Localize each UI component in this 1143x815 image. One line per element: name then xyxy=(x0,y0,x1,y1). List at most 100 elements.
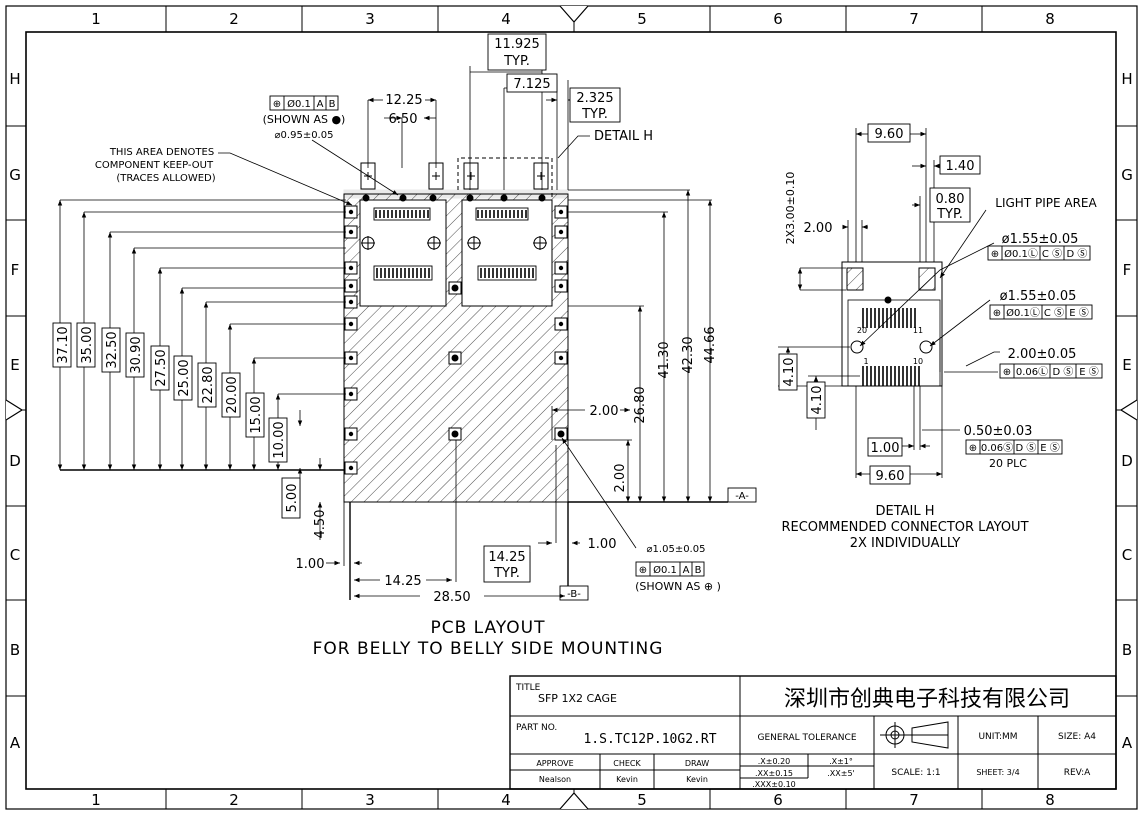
hole2-fcf-e: E Ⓢ xyxy=(1069,307,1089,319)
col-label-4: 4 xyxy=(501,10,511,28)
col-label-1-bottom: 1 xyxy=(91,791,101,809)
dim-1-00-a: 1.00 xyxy=(296,557,325,572)
tol-xxx: .XXX±0.10 xyxy=(752,780,796,789)
col-label-8: 8 xyxy=(1045,10,1055,28)
part-no-label: PART NO. xyxy=(516,723,557,733)
dim-6-50: 6.50 xyxy=(389,112,418,127)
detail-pin-numbers: 20 11 1 10 xyxy=(857,326,923,366)
dim-22-80: 22.80 xyxy=(201,366,216,403)
col-label-6-bottom: 6 xyxy=(773,791,783,809)
dim-12-25: 12.25 xyxy=(385,93,422,108)
row-label-c: C xyxy=(10,546,20,564)
dim-9-60-bottom: 9.60 xyxy=(876,469,905,484)
hole1-fcf: ⊕ Ø0.1Ⓛ C Ⓢ D Ⓢ xyxy=(987,245,1091,261)
fcf-bottom-tolerance: Ø0.1 xyxy=(653,564,677,576)
right-dimension-lines xyxy=(551,189,713,502)
pcb-title: PCB LAYOUT FOR BELLY TO BELLY SIDE MOUNT… xyxy=(313,618,663,659)
pin-dots xyxy=(348,194,565,471)
pitch-fcf-e: E Ⓢ xyxy=(1079,366,1099,378)
large-hole-leader xyxy=(561,437,637,549)
col-label-5-bottom: 5 xyxy=(637,791,647,809)
left-dimension-lines xyxy=(57,199,346,500)
col-label-8-bottom: 8 xyxy=(1045,791,1055,809)
row-label-e: E xyxy=(10,356,19,374)
dim-0-80: 0.80 xyxy=(936,192,965,207)
approve-header: APPROVE xyxy=(536,759,573,768)
col-label-6: 6 xyxy=(773,10,783,28)
dim-1-00-b: 1.00 xyxy=(588,537,617,552)
dim-27-50: 27.50 xyxy=(154,349,169,386)
col-label-3-bottom: 3 xyxy=(365,791,375,809)
row-label-d-right: D xyxy=(1121,452,1133,470)
top-tabs xyxy=(343,162,569,199)
tol-x: .X±0.20 xyxy=(758,757,791,766)
col-label-1: 1 xyxy=(91,10,101,28)
tol-xx-angle: .XX±5' xyxy=(827,769,855,778)
datum-b: -B- xyxy=(559,585,589,601)
title-value: SFP 1X2 CAGE xyxy=(538,692,617,705)
col-label-4-bottom: 4 xyxy=(501,791,511,809)
pad-fcf: ⊕ 0.06Ⓢ D Ⓢ E Ⓢ xyxy=(965,439,1063,455)
detail-h-label: DETAIL H xyxy=(594,129,653,144)
col-label-5: 5 xyxy=(637,10,647,28)
pad-20-plc: 20 PLC xyxy=(989,457,1027,470)
dim-2-00-a: 2.00 xyxy=(590,404,619,419)
dim-35-00: 35.00 xyxy=(80,326,95,363)
dim-1-00-detail: 1.00 xyxy=(871,441,900,456)
scale-label: SCALE: 1:1 xyxy=(891,768,940,778)
pitch-fcf: ⊕ 0.06Ⓛ D Ⓢ E Ⓢ xyxy=(999,363,1103,379)
datum-a-label: -A- xyxy=(735,491,749,502)
dim-4-10-b: 4.10 xyxy=(810,386,825,415)
fcf-top-note: (SHOWN AS ●) xyxy=(263,113,346,126)
connector-pads xyxy=(373,207,537,281)
dim-26-80: 26.80 xyxy=(633,386,648,423)
alignment-holes xyxy=(361,236,547,250)
dim-9-60-top: 9.60 xyxy=(875,127,904,142)
hole-small-spec: ⌀0.95±0.05 xyxy=(275,130,334,141)
col-label-7: 7 xyxy=(909,10,919,28)
datum-lines xyxy=(60,469,728,600)
dim-42-30: 42.30 xyxy=(681,336,696,373)
datum-b-label: -B- xyxy=(567,589,581,600)
approver-name: Nealson xyxy=(539,775,571,784)
detail-leaders xyxy=(859,209,1000,367)
dim-2x3-00: 2X3.00±0.10 xyxy=(784,172,797,245)
top-dimension-lines xyxy=(367,66,575,190)
draw-header: DRAW xyxy=(685,759,709,768)
pad-fcf-d: D Ⓢ xyxy=(1016,442,1037,454)
detail-gdt: ø1.55±0.05 ⊕ Ø0.1Ⓛ C Ⓢ D Ⓢ ø1.55±0.05 ⊕ … xyxy=(964,232,1103,470)
row-label-g-right: G xyxy=(1121,166,1133,184)
detail-dimension-labels: 9.60 1.40 0.80 TYP. 2X3.00±0.10 2.00 LIG… xyxy=(778,123,1098,485)
dim-30-90: 30.90 xyxy=(129,336,144,373)
fcf-bottom-datum-b: B xyxy=(695,565,702,576)
svg-text:⊕: ⊕ xyxy=(991,249,999,260)
part-no-value: 1.S.TC12P.10G2.RT xyxy=(583,732,716,747)
row-label-a: A xyxy=(10,734,21,752)
col-label-3: 3 xyxy=(365,10,375,28)
left-dimension-labels: 37.10 35.00 32.50 30.90 27.50 25.00 xyxy=(52,322,301,519)
row-label-f: F xyxy=(11,261,20,279)
keepout-note-line3: (TRACES ALLOWED) xyxy=(116,173,215,184)
title-block: TITLE SFP 1X2 CAGE 深圳市创典电子科技有限公司 PART NO… xyxy=(509,675,1117,790)
row-label-h-right: H xyxy=(1121,70,1132,88)
hole1-spec: ø1.55±0.05 xyxy=(1002,232,1079,247)
pitch-fcf-d: D Ⓢ xyxy=(1053,366,1074,378)
row-label-a-right: A xyxy=(1122,734,1133,752)
unit-label: UNIT:MM xyxy=(978,732,1017,742)
keepout-note-line1: THIS AREA DENOTES xyxy=(109,147,214,158)
detail-caption-line2: RECOMMENDED CONNECTOR LAYOUT xyxy=(781,520,1028,535)
pin-20: 20 xyxy=(857,326,867,335)
fcf-top-datum-a: A xyxy=(317,99,324,110)
row-label-h: H xyxy=(9,70,20,88)
hole-large-spec: ⌀1.05±0.05 xyxy=(647,544,706,555)
right-dimension-labels: 41.30 42.30 44.66 26.80 2.00 2.00 xyxy=(590,326,718,492)
bottom-dimension-lines xyxy=(317,440,580,599)
position-icon-bottom: ⊕ xyxy=(639,565,647,576)
hole1-fcf-tol: Ø0.1Ⓛ xyxy=(1004,248,1038,260)
checker-name: Kevin xyxy=(616,775,638,784)
col-label-2-bottom: 2 xyxy=(229,791,239,809)
general-tolerance-label: GENERAL TOLERANCE xyxy=(757,733,856,743)
dim-15-00: 15.00 xyxy=(249,396,264,433)
pin-11: 11 xyxy=(913,326,923,335)
dim-10-00: 10.00 xyxy=(272,421,287,458)
